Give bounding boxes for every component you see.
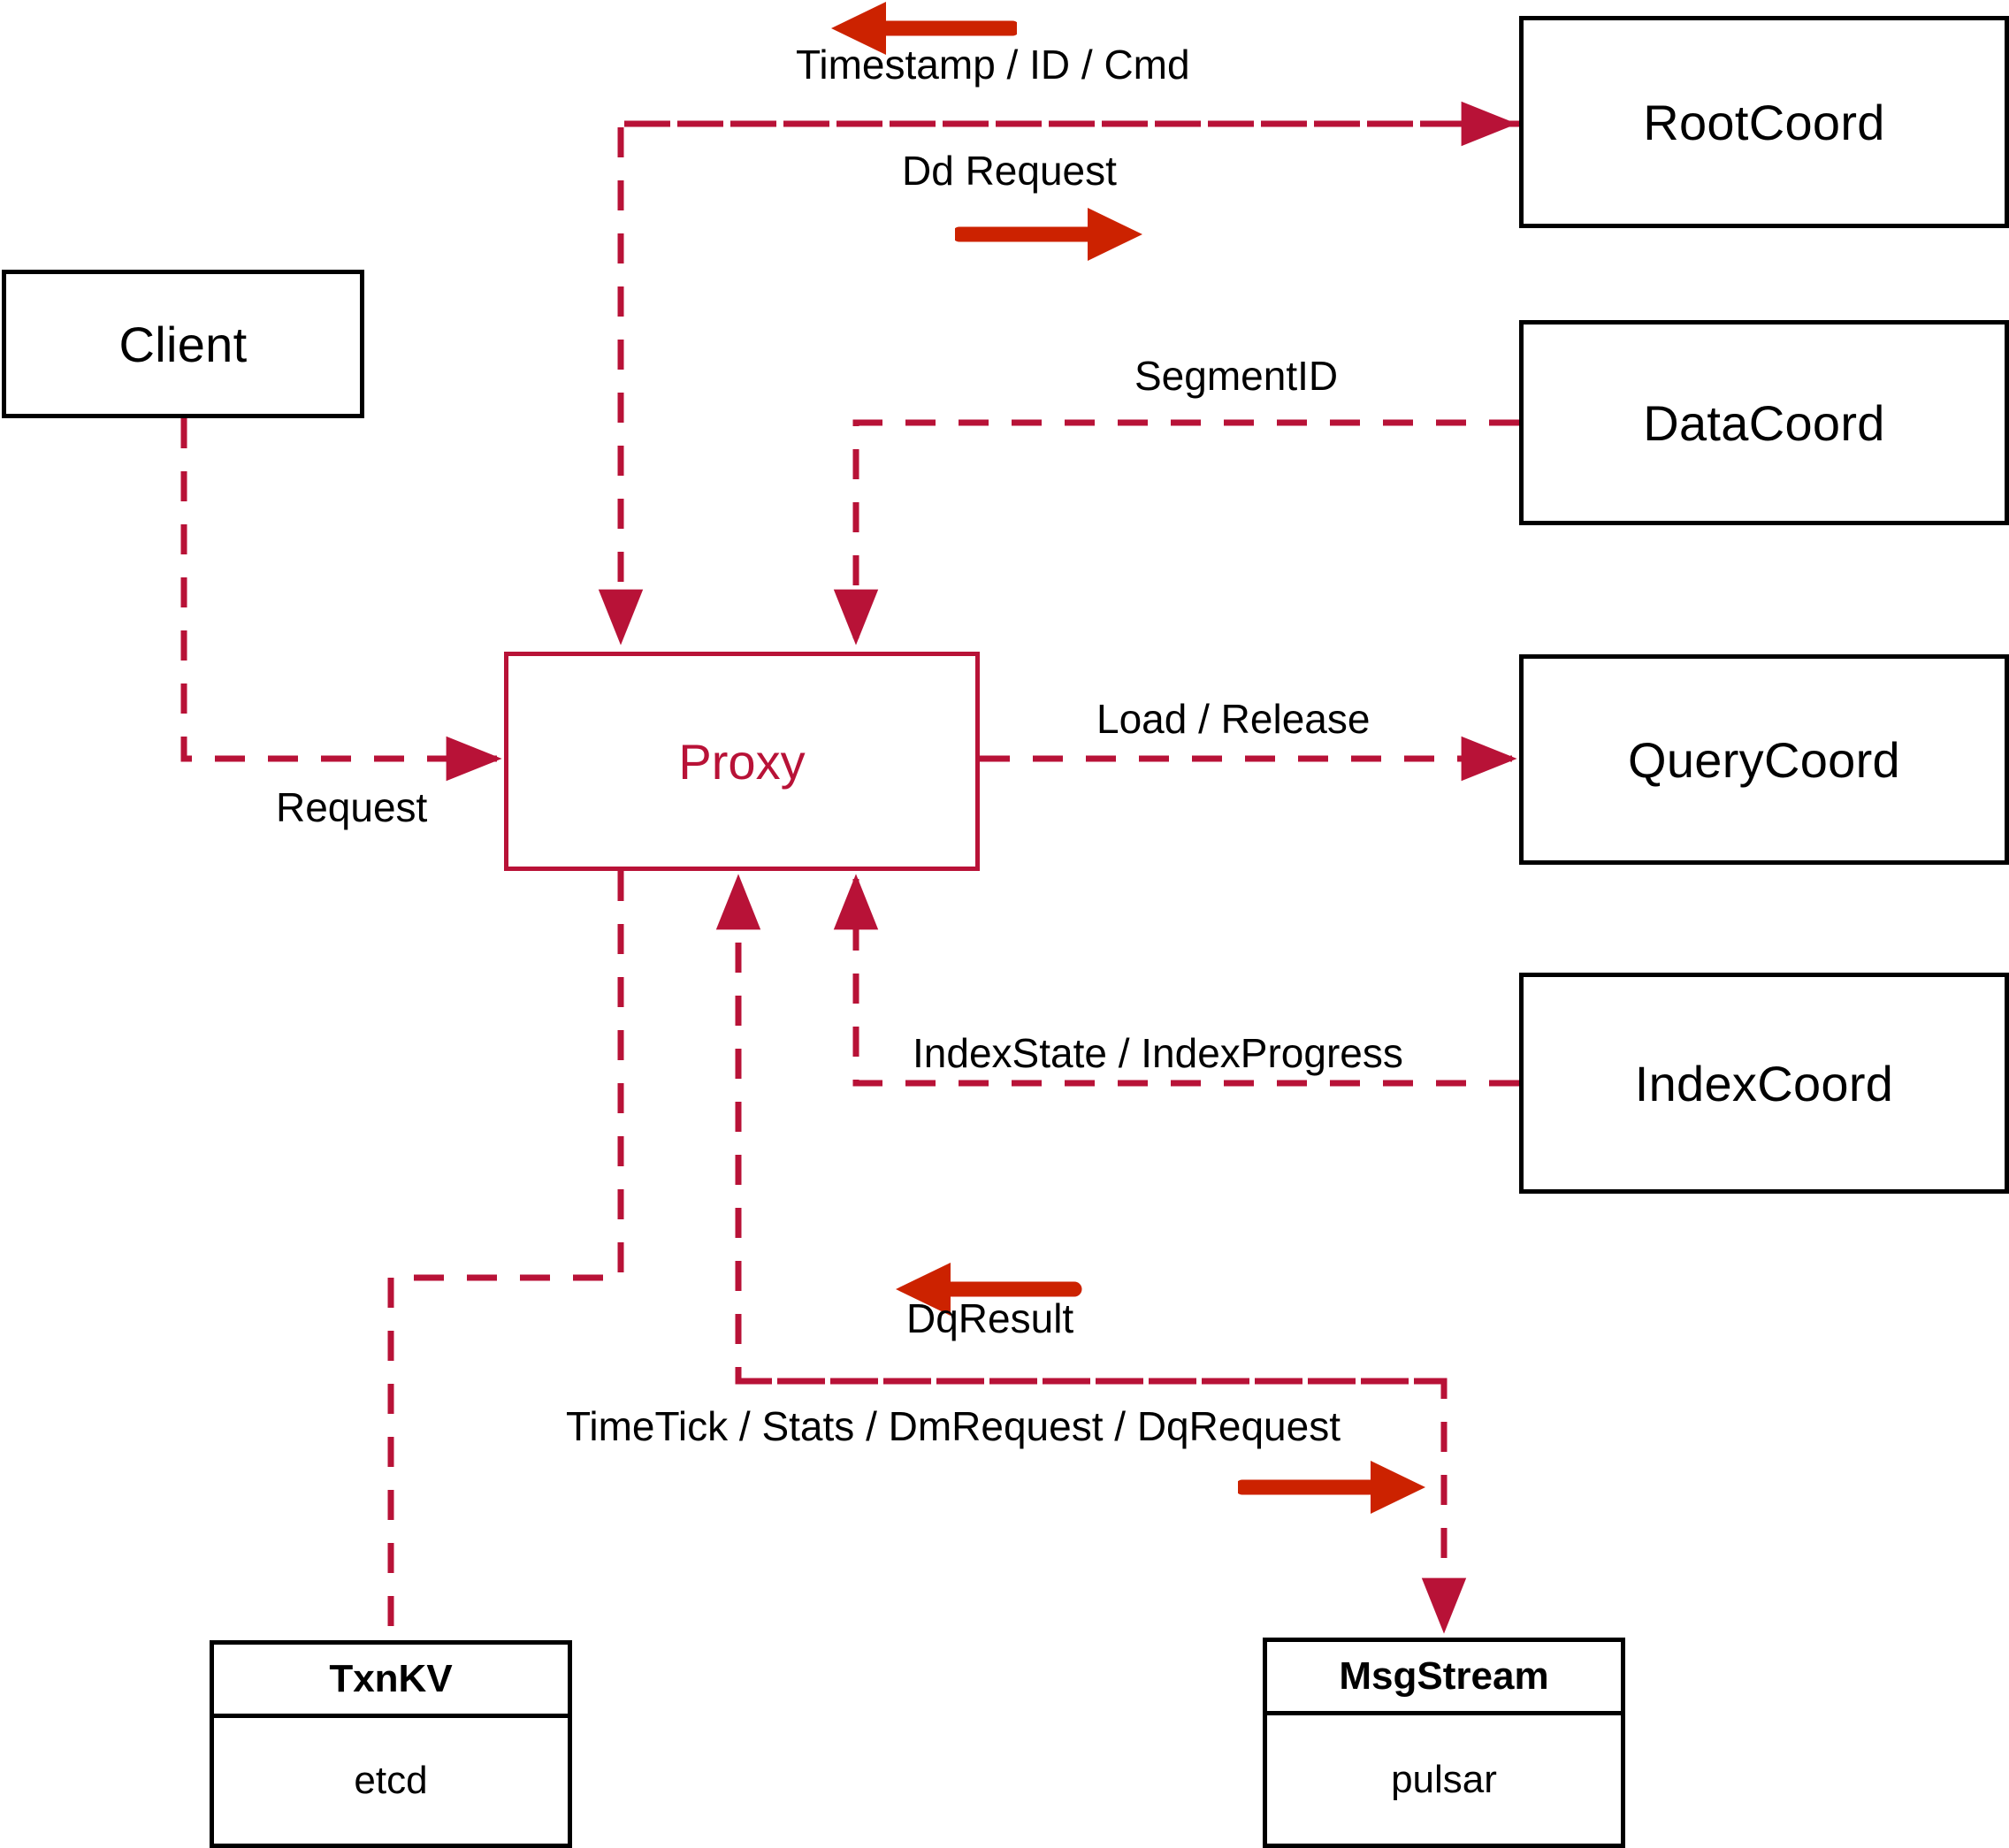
edge-label-dd-request: Dd Request: [902, 148, 1117, 194]
edge-label-request: Request: [276, 784, 428, 830]
edge-label-index-state-progress: IndexState / IndexProgress: [913, 1030, 1403, 1076]
node-query-coord-label: QueryCoord: [1627, 731, 1901, 788]
direction-arrow-timetick-right: [1238, 1461, 1425, 1514]
node-data-coord-label: DataCoord: [1643, 394, 1885, 451]
edge-label-segment-id: SegmentID: [1134, 353, 1339, 399]
node-index-coord-label: IndexCoord: [1634, 1055, 1894, 1111]
edge-label-load-release: Load / Release: [1096, 696, 1371, 742]
edge-label-timestamp-id-cmd: Timestamp / ID / Cmd: [796, 42, 1190, 88]
wire-request: [180, 418, 502, 782]
node-client-label: Client: [118, 316, 248, 372]
node-index-coord[interactable]: IndexCoord: [1519, 973, 2009, 1194]
edge-label-dq-result: DqResult: [906, 1295, 1074, 1341]
node-data-coord[interactable]: DataCoord: [1519, 320, 2009, 525]
edge-label-timetick-stats-dm-dq: TimeTick / Stats / DmRequest / DqRequest: [566, 1403, 1341, 1449]
node-txnkv-header: TxnKV: [214, 1645, 568, 1718]
node-proxy[interactable]: Proxy: [504, 652, 980, 871]
node-msgstream-header: MsgStream: [1267, 1642, 1621, 1715]
node-proxy-label: Proxy: [678, 733, 806, 790]
node-txnkv-body: etcd: [354, 1759, 428, 1802]
wire-txnkv-link: [387, 871, 624, 1640]
node-txnkv[interactable]: TxnKV etcd: [210, 1640, 572, 1848]
direction-arrow-timestamp-left: [831, 2, 1017, 55]
node-query-coord[interactable]: QueryCoord: [1519, 654, 2009, 865]
node-root-coord[interactable]: RootCoord: [1519, 16, 2009, 228]
wire-segment-id: [833, 419, 1519, 645]
wire-dq-result: [715, 874, 1444, 1385]
node-msgstream[interactable]: MsgStream pulsar: [1263, 1638, 1625, 1848]
node-root-coord-label: RootCoord: [1643, 94, 1885, 150]
node-msgstream-body: pulsar: [1391, 1757, 1497, 1801]
direction-arrow-dq-result-left: [896, 1263, 1082, 1316]
direction-arrow-dd-request-right: [955, 208, 1142, 261]
node-client[interactable]: Client: [2, 270, 364, 418]
